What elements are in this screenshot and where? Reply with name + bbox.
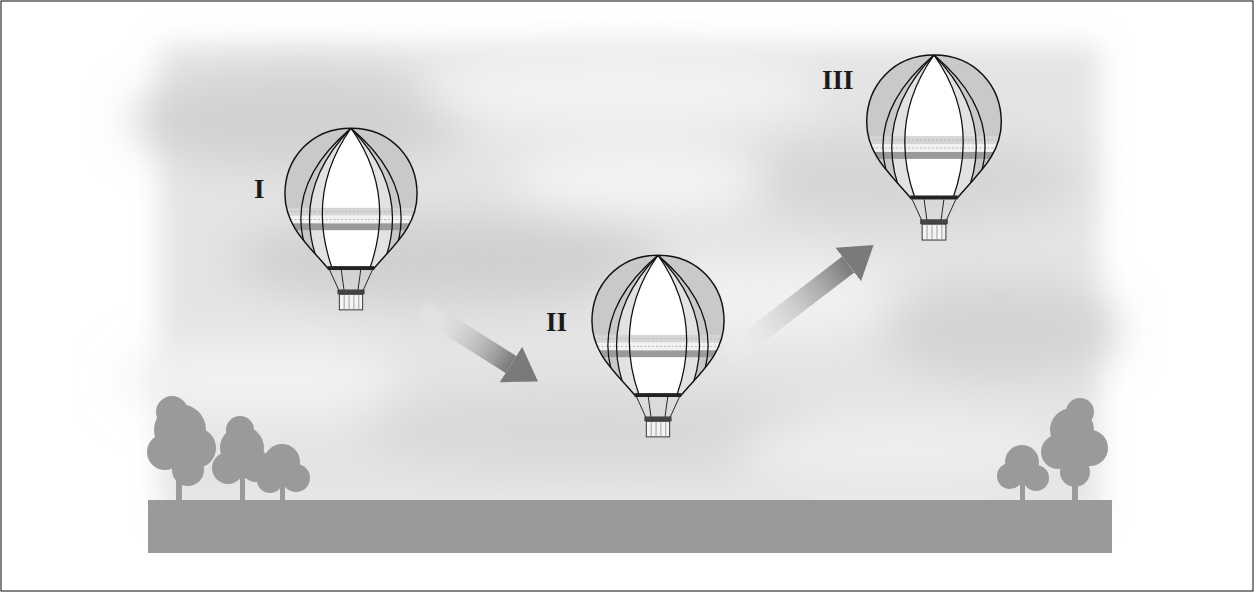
trees-left — [147, 396, 310, 502]
balloon-node: III — [816, 51, 1008, 245]
balloon — [590, 253, 726, 437]
balloon — [865, 53, 1004, 240]
balloon — [283, 126, 419, 310]
clouds — [120, 45, 1120, 515]
balloon-node: I — [246, 124, 422, 314]
trees-right — [997, 398, 1108, 502]
stage-label: II — [546, 309, 567, 336]
stage-label: I — [254, 176, 265, 203]
stage-label: III — [822, 67, 854, 94]
motion-arrow — [422, 308, 511, 364]
balloon-node: II — [538, 251, 728, 443]
motion-arrow — [728, 264, 848, 356]
ground — [148, 500, 1112, 553]
